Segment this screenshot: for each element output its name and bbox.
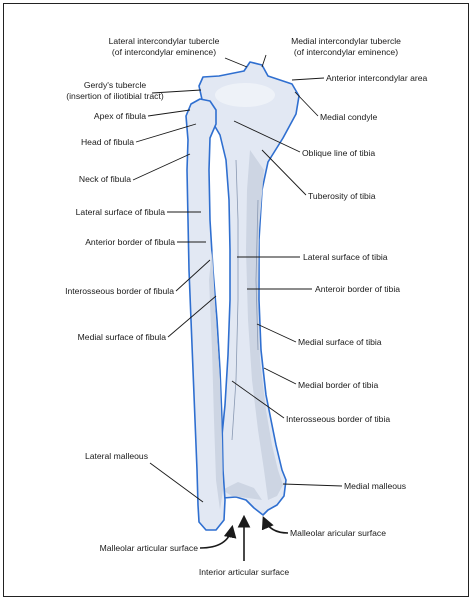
label-lateral-surface-of-fibula: Lateral surface of fibula bbox=[76, 207, 166, 217]
label-medial-malleous: Medial malleous bbox=[344, 481, 406, 491]
label-malleolar-articular-surface-left: Malleolar articular surface bbox=[100, 543, 199, 553]
label-lateral-surface-of-tibia: Lateral surface of tibia bbox=[303, 252, 388, 262]
label-medial-border-of-tibia: Medial border of tibia bbox=[298, 380, 378, 390]
label-anteroir-border-of-tibia: Anteroir border of tibia bbox=[315, 284, 400, 294]
leader-medial-surface-of-tibia bbox=[256, 323, 297, 343]
leader-interosseous-border-of-fibula bbox=[175, 259, 211, 292]
leader-tuberosity-of-tibia bbox=[261, 149, 307, 196]
arrow-malleolar-articular-surface-left bbox=[199, 524, 237, 549]
leader-medial-surface-of-fibula bbox=[167, 295, 217, 338]
leader-medial-intercondylar-tubercle bbox=[261, 54, 267, 68]
label-medial-condyle: Medial condyle bbox=[320, 112, 378, 122]
leader-neck-of-fibula bbox=[132, 153, 191, 181]
label-anterior-border-of-fibula: Anterior border of fibula bbox=[85, 237, 175, 247]
leader-medial-malleous bbox=[282, 483, 343, 487]
label-lateral-malleous: Lateral malleous bbox=[85, 451, 148, 461]
label-lateral-intercondylar-tubercle-2: (of intercondylar eminence) bbox=[112, 47, 216, 57]
leader-lateral-intercondylar-tubercle bbox=[224, 57, 248, 68]
label-tuberosity-of-tibia: Tuberosity of tibia bbox=[308, 191, 376, 201]
label-medial-surface-of-tibia: Medial surface of tibia bbox=[298, 337, 382, 347]
bone-ridge-lines bbox=[231, 159, 259, 441]
label-apex-of-fibula: Apex of fibula bbox=[94, 111, 146, 121]
labels: Lateral intercondylar tubercle (of inter… bbox=[65, 36, 427, 577]
label-neck-of-fibula: Neck of fibula bbox=[79, 174, 131, 184]
leader-gerdys-tubercle bbox=[151, 89, 202, 94]
leader-interosseous-border-of-tibia bbox=[231, 380, 285, 419]
label-head-of-fibula: Head of fibula bbox=[81, 137, 134, 147]
label-interosseous-border-of-fibula: Interosseous border of fibula bbox=[65, 286, 174, 296]
leader-apex-of-fibula bbox=[147, 109, 191, 117]
label-oblique-line-of-tibia: Oblique line of tibia bbox=[302, 148, 375, 158]
leader-lines bbox=[132, 54, 343, 503]
leader-medial-condyle bbox=[294, 91, 319, 117]
label-gerdys-tubercle-1: Gerdy's tubercle bbox=[84, 80, 147, 90]
leader-lateral-malleous bbox=[149, 462, 204, 503]
arrow-malleolar-articular-surface-right bbox=[261, 516, 289, 534]
label-interior-articular-surface: Interior articular surface bbox=[199, 567, 289, 577]
fibula-bone bbox=[185, 98, 226, 531]
label-medial-intercondylar-tubercle-2: (of intercondylar eminence) bbox=[294, 47, 398, 57]
leader-oblique-line-of-tibia bbox=[233, 120, 301, 153]
label-interosseous-border-of-tibia: Interosseous border of tibia bbox=[286, 414, 390, 424]
label-medial-intercondylar-tubercle-1: Medial intercondylar tubercle bbox=[291, 36, 401, 46]
tibia-bone bbox=[198, 61, 300, 516]
arrows bbox=[199, 514, 289, 561]
label-lateral-intercondylar-tubercle-1: Lateral intercondylar tubercle bbox=[109, 36, 220, 46]
leader-head-of-fibula bbox=[135, 123, 197, 143]
leader-anterior-intercondylar-area bbox=[291, 77, 325, 81]
leader-medial-border-of-tibia bbox=[263, 367, 297, 385]
label-malleolar-articular-surface-right: Malleolar aricular surface bbox=[290, 528, 386, 538]
label-medial-surface-of-fibula: Medial surface of fibula bbox=[78, 332, 167, 342]
label-anterior-intercondylar-area: Anterior intercondylar area bbox=[326, 73, 427, 83]
label-gerdys-tubercle-2: (insertion of iliotibial tract) bbox=[66, 91, 164, 101]
